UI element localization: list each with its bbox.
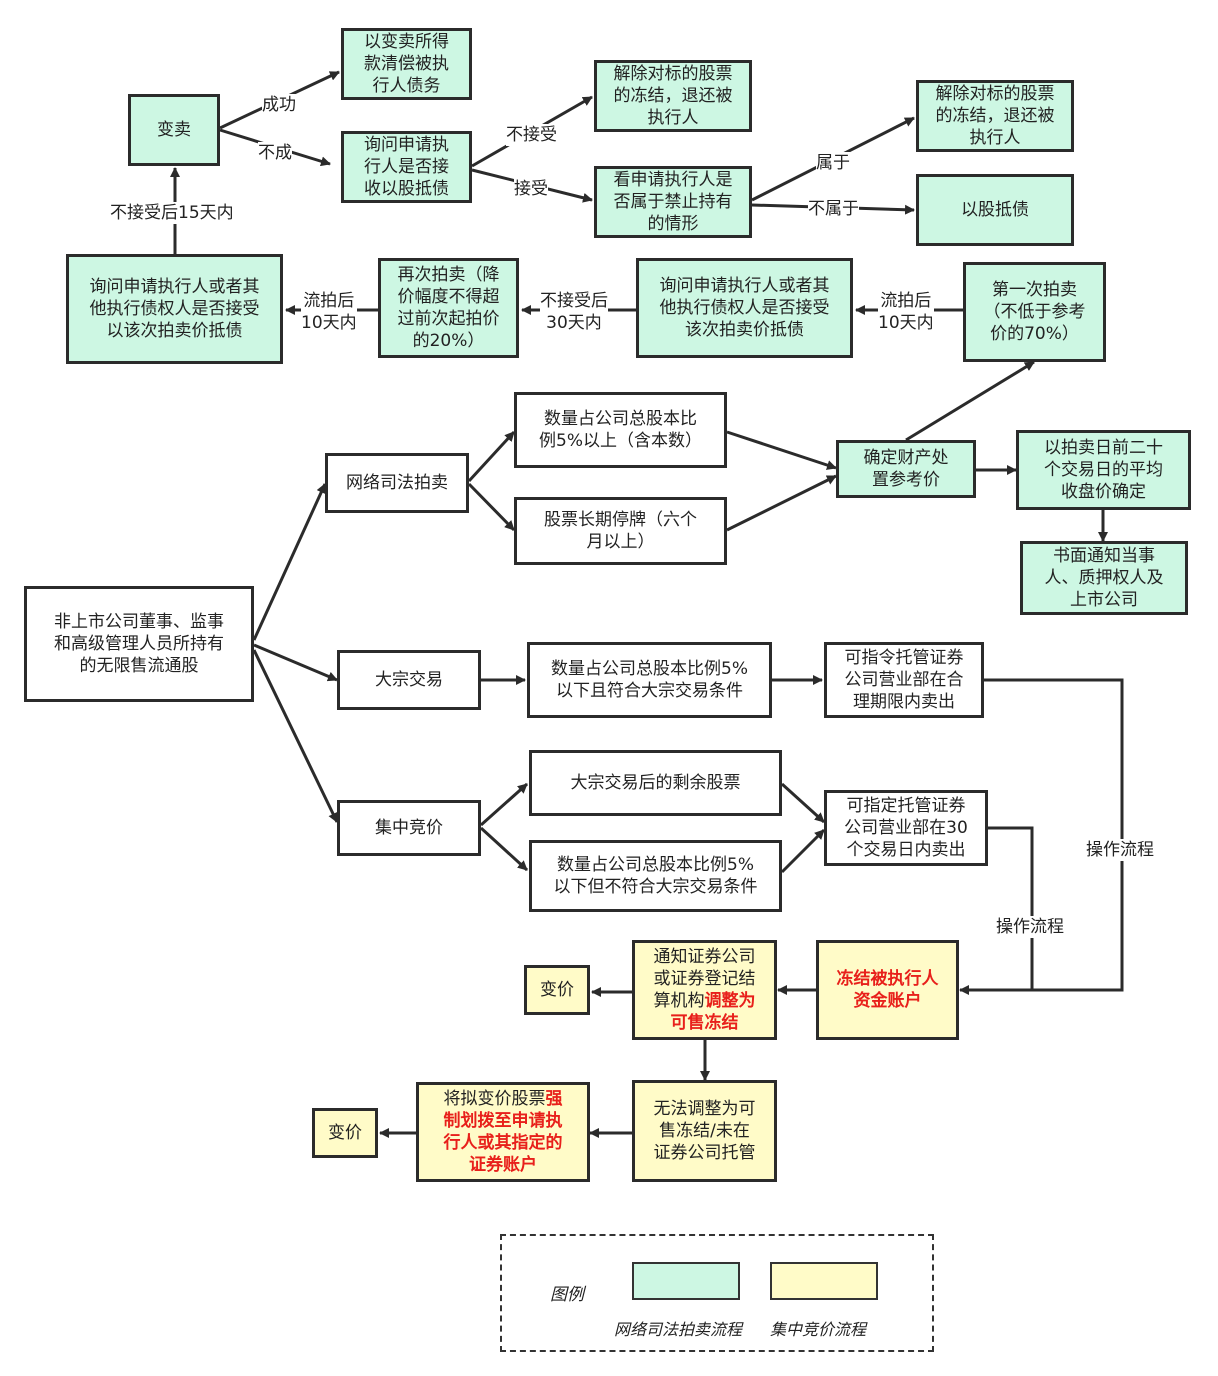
node-ask-share-debt: 询问申请执 行人是否接 收以股抵债 — [341, 131, 472, 203]
node-ratio-5-above: 数量占公司总股本比 例5%以上（含本数） — [514, 392, 727, 468]
label-not-accept-15d: 不接受后15天内 — [110, 202, 234, 224]
node-second-auction: 再次拍卖（降 价幅度不得超 过前次起拍价 的20%） — [378, 258, 519, 358]
node-cannot-adjust: 无法调整为可 售冻结/未在 证券公司托管 — [632, 1080, 777, 1182]
arrow-ratio-ref — [726, 430, 837, 470]
arrow-ref-first — [905, 360, 1035, 442]
node-release-freeze-1: 解除对标的股票 的冻结，退还被 执行人 — [594, 60, 752, 132]
label-success: 成功 — [262, 94, 296, 116]
node-repay-debt: 以变卖所得 款清偿被执 行人债务 — [341, 28, 472, 100]
label-op-flow-2: 操作流程 — [996, 916, 1064, 938]
legend-label-online: 网络司法拍卖流程 — [614, 1320, 743, 1339]
arrow-custody-freeze — [959, 678, 1124, 995]
label-fail: 不成 — [258, 142, 292, 164]
node-block-condition: 数量占公司总股本比例5% 以下且符合大宗交易条件 — [527, 642, 772, 718]
node-remaining-after-block: 大宗交易后的剩余股票 — [529, 750, 782, 816]
arrow-online-suspension — [467, 482, 516, 532]
arrow-custody30-freeze — [988, 826, 1034, 990]
node-realize-1: 变价 — [524, 965, 590, 1015]
node-custody-sell-block: 可指令托管证券 公司营业部在合 理期限内卖出 — [824, 642, 984, 718]
freeze-account-text: 冻结被执行人 资金账户 — [836, 969, 939, 1011]
label-accept-top: 接受 — [514, 178, 548, 200]
legend-swatch-centralized — [770, 1262, 878, 1300]
arrow-start-central — [252, 649, 339, 823]
label-not-accept-top: 不接受 — [506, 124, 557, 146]
node-force-transfer: 将拟变价股票强 制划拨至申请执 行人或其指定的 证券账户 — [416, 1082, 590, 1182]
label-op-flow-1: 操作流程 — [1086, 839, 1154, 861]
arrow-start-block — [253, 643, 338, 682]
node-long-suspension: 股票长期停牌（六个 月以上） — [514, 497, 727, 565]
node-below5-not-block: 数量占公司总股本比例5% 以下但不符合大宗交易条件 — [529, 840, 782, 912]
node-ask-accept-2: 询问申请执行人或者其 他执行债权人是否接受 以该次拍卖价抵债 — [66, 254, 283, 364]
node-avg-price-20d: 以拍卖日前二十 个交易日的平均 收盘价确定 — [1016, 430, 1191, 510]
node-ask-accept-1: 询问申请执行人或者其 他执行债权人是否接受 该次拍卖价抵债 — [636, 258, 853, 358]
arrow-central-remaining — [480, 782, 528, 827]
notify-broker-text: 通知证券公司 或证券登记结 算机构调整为 可售冻结 — [653, 947, 756, 1033]
legend-title: 图例 — [550, 1285, 584, 1305]
node-notify-broker: 通知证券公司 或证券登记结 算机构调整为 可售冻结 — [632, 940, 777, 1040]
node-realize-2: 变价 — [312, 1108, 378, 1158]
arrow-central-below5 — [479, 826, 529, 872]
node-sell-off: 变卖 — [128, 94, 220, 166]
node-custody-sell-30d: 可指定托管证券 公司营业部在30 个交易日内卖出 — [824, 790, 988, 866]
force-transfer-text: 将拟变价股票强 制划拨至申请执 行人或其指定的 证券账户 — [443, 1089, 563, 1175]
node-first-auction: 第一次拍卖 （不低于参考 价的70%） — [963, 262, 1106, 362]
label-belongs: 属于 — [816, 152, 850, 174]
arrow-start-online — [252, 483, 327, 641]
arrow-suspension-ref — [726, 474, 837, 532]
node-notify-parties: 书面通知当事 人、质押权人及 上市公司 — [1020, 541, 1188, 615]
node-online-auction: 网络司法拍卖 — [325, 453, 469, 513]
node-release-freeze-2: 解除对标的股票 的冻结，退还被 执行人 — [916, 80, 1074, 152]
label-not-accept-30d: 不接受后 30天内 — [540, 290, 608, 334]
label-failed-10d-left: 流拍后 10天内 — [301, 290, 357, 334]
node-share-for-debt: 以股抵债 — [916, 174, 1074, 246]
node-check-prohibited: 看申请执行人是 否属于禁止持有 的情形 — [594, 166, 752, 238]
arrow-online-ratio — [467, 430, 516, 483]
node-start: 非上市公司董事、监事 和高级管理人员所持有 的无限售流通股 — [24, 586, 254, 702]
arrow-below5-custody30 — [780, 828, 826, 874]
label-failed-10d-right: 流拍后 10天内 — [878, 290, 934, 334]
legend: 图例 网络司法拍卖流程 集中竞价流程 — [500, 1234, 934, 1352]
legend-label-centralized: 集中竞价流程 — [770, 1320, 867, 1339]
node-block-trade: 大宗交易 — [337, 650, 481, 710]
node-freeze-account: 冻结被执行人 资金账户 — [816, 940, 959, 1040]
node-centralized-bid: 集中竞价 — [337, 800, 481, 856]
label-not-belongs: 不属于 — [808, 198, 859, 220]
legend-swatch-online — [632, 1262, 740, 1300]
arrow-remaining-custody30 — [780, 782, 826, 824]
node-determine-ref-price: 确定财产处 置参考价 — [836, 440, 976, 498]
